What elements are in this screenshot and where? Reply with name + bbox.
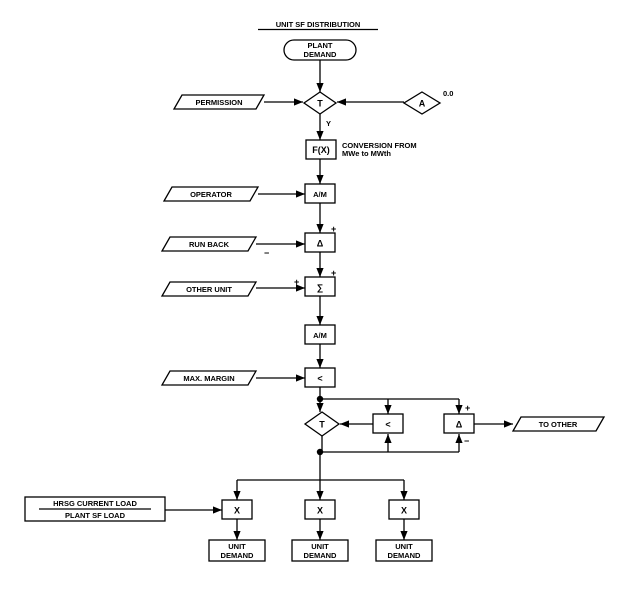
min-label-1: < bbox=[317, 374, 322, 384]
other-unit-input[interactable]: OTHER UNIT bbox=[160, 281, 258, 297]
sum-plus-sign: + bbox=[331, 268, 336, 278]
delta2-plus-sign: + bbox=[465, 403, 470, 413]
ratio-input-box[interactable]: HRSG CURRENT LOAD PLANT SF LOAD bbox=[24, 496, 166, 522]
run-back-label: RUN BACK bbox=[189, 240, 230, 249]
operator-input[interactable]: OPERATOR bbox=[162, 186, 260, 202]
plant-demand-node[interactable]: PLANT DEMAND bbox=[283, 39, 357, 61]
delta-label-2: Δ bbox=[456, 420, 463, 430]
transfer-t-lower[interactable]: T bbox=[303, 411, 341, 437]
min-block-2[interactable]: < bbox=[372, 413, 404, 434]
delta-label-1: Δ bbox=[317, 239, 324, 249]
to-other-label: TO OTHER bbox=[539, 420, 578, 429]
multiplier-block-1[interactable]: X bbox=[221, 499, 253, 520]
transfer-t-top[interactable]: T bbox=[302, 91, 338, 115]
min-block-1[interactable]: < bbox=[304, 367, 336, 388]
sum-block[interactable]: ∑ bbox=[304, 276, 336, 297]
sum-label: ∑ bbox=[317, 283, 323, 293]
unit-demand-output-1[interactable]: UNIT DEMAND bbox=[208, 539, 266, 562]
am-label-1: A/M bbox=[313, 190, 327, 199]
delta-plus-sign: + bbox=[331, 224, 336, 234]
ratio-numerator: HRSG CURRENT LOAD bbox=[53, 499, 137, 508]
run-back-minus-sign: − bbox=[264, 248, 269, 258]
conversion-line1: CONVERSION FROM bbox=[342, 141, 417, 150]
other-unit-plus-sign: + bbox=[294, 277, 299, 287]
fx-block[interactable]: F(X) bbox=[305, 139, 337, 160]
multiplier-block-2[interactable]: X bbox=[304, 499, 336, 520]
ratio-denominator: PLANT SF LOAD bbox=[65, 511, 126, 520]
am-block-2[interactable]: A/M bbox=[304, 324, 336, 345]
multiplier-label-2: X bbox=[317, 506, 323, 516]
multiplier-label-1: X bbox=[234, 506, 240, 516]
to-other-output[interactable]: TO OTHER bbox=[511, 416, 606, 432]
diagram-title: UNIT SF DISTRIBUTION bbox=[276, 20, 361, 29]
max-margin-input[interactable]: MAX. MARGIN bbox=[160, 370, 258, 386]
max-margin-label: MAX. MARGIN bbox=[183, 374, 234, 383]
unit-demand-3-line2: DEMAND bbox=[388, 551, 421, 560]
transfer-t-lower-label: T bbox=[319, 420, 325, 430]
other-unit-label: OTHER UNIT bbox=[186, 285, 232, 294]
plant-demand-line1: PLANT bbox=[308, 41, 333, 50]
delta2-minus-sign: − bbox=[464, 436, 469, 446]
am-label-2: A/M bbox=[313, 331, 327, 340]
transfer-t-top-label: T bbox=[317, 99, 323, 109]
a-constant-node[interactable]: A bbox=[402, 91, 442, 115]
unit-demand-output-2[interactable]: UNIT DEMAND bbox=[291, 539, 349, 562]
operator-label: OPERATOR bbox=[190, 190, 232, 199]
delta-block-2[interactable]: Δ bbox=[443, 413, 475, 434]
y-branch-label: Y bbox=[326, 119, 331, 128]
a-constant-value: 0.0 bbox=[443, 89, 453, 98]
unit-demand-2-line2: DEMAND bbox=[304, 551, 337, 560]
multiplier-block-3[interactable]: X bbox=[388, 499, 420, 520]
multiplier-label-3: X bbox=[401, 506, 407, 516]
delta-block-1[interactable]: Δ bbox=[304, 232, 336, 253]
unit-demand-2-line1: UNIT bbox=[311, 542, 329, 551]
fx-label: F(X) bbox=[312, 145, 330, 155]
conversion-line2: MWe to MWth bbox=[342, 149, 391, 158]
am-block-1[interactable]: A/M bbox=[304, 183, 336, 204]
plant-demand-line2: DEMAND bbox=[304, 50, 337, 59]
min-label-2: < bbox=[385, 420, 390, 430]
unit-demand-3-line1: UNIT bbox=[395, 542, 413, 551]
run-back-input[interactable]: RUN BACK bbox=[160, 236, 258, 252]
unit-demand-1-line2: DEMAND bbox=[221, 551, 254, 560]
a-constant-label: A bbox=[419, 99, 426, 109]
unit-demand-1-line1: UNIT bbox=[228, 542, 246, 551]
permission-input[interactable]: PERMISSION bbox=[172, 94, 266, 110]
unit-demand-output-3[interactable]: UNIT DEMAND bbox=[375, 539, 433, 562]
permission-label: PERMISSION bbox=[195, 98, 242, 107]
